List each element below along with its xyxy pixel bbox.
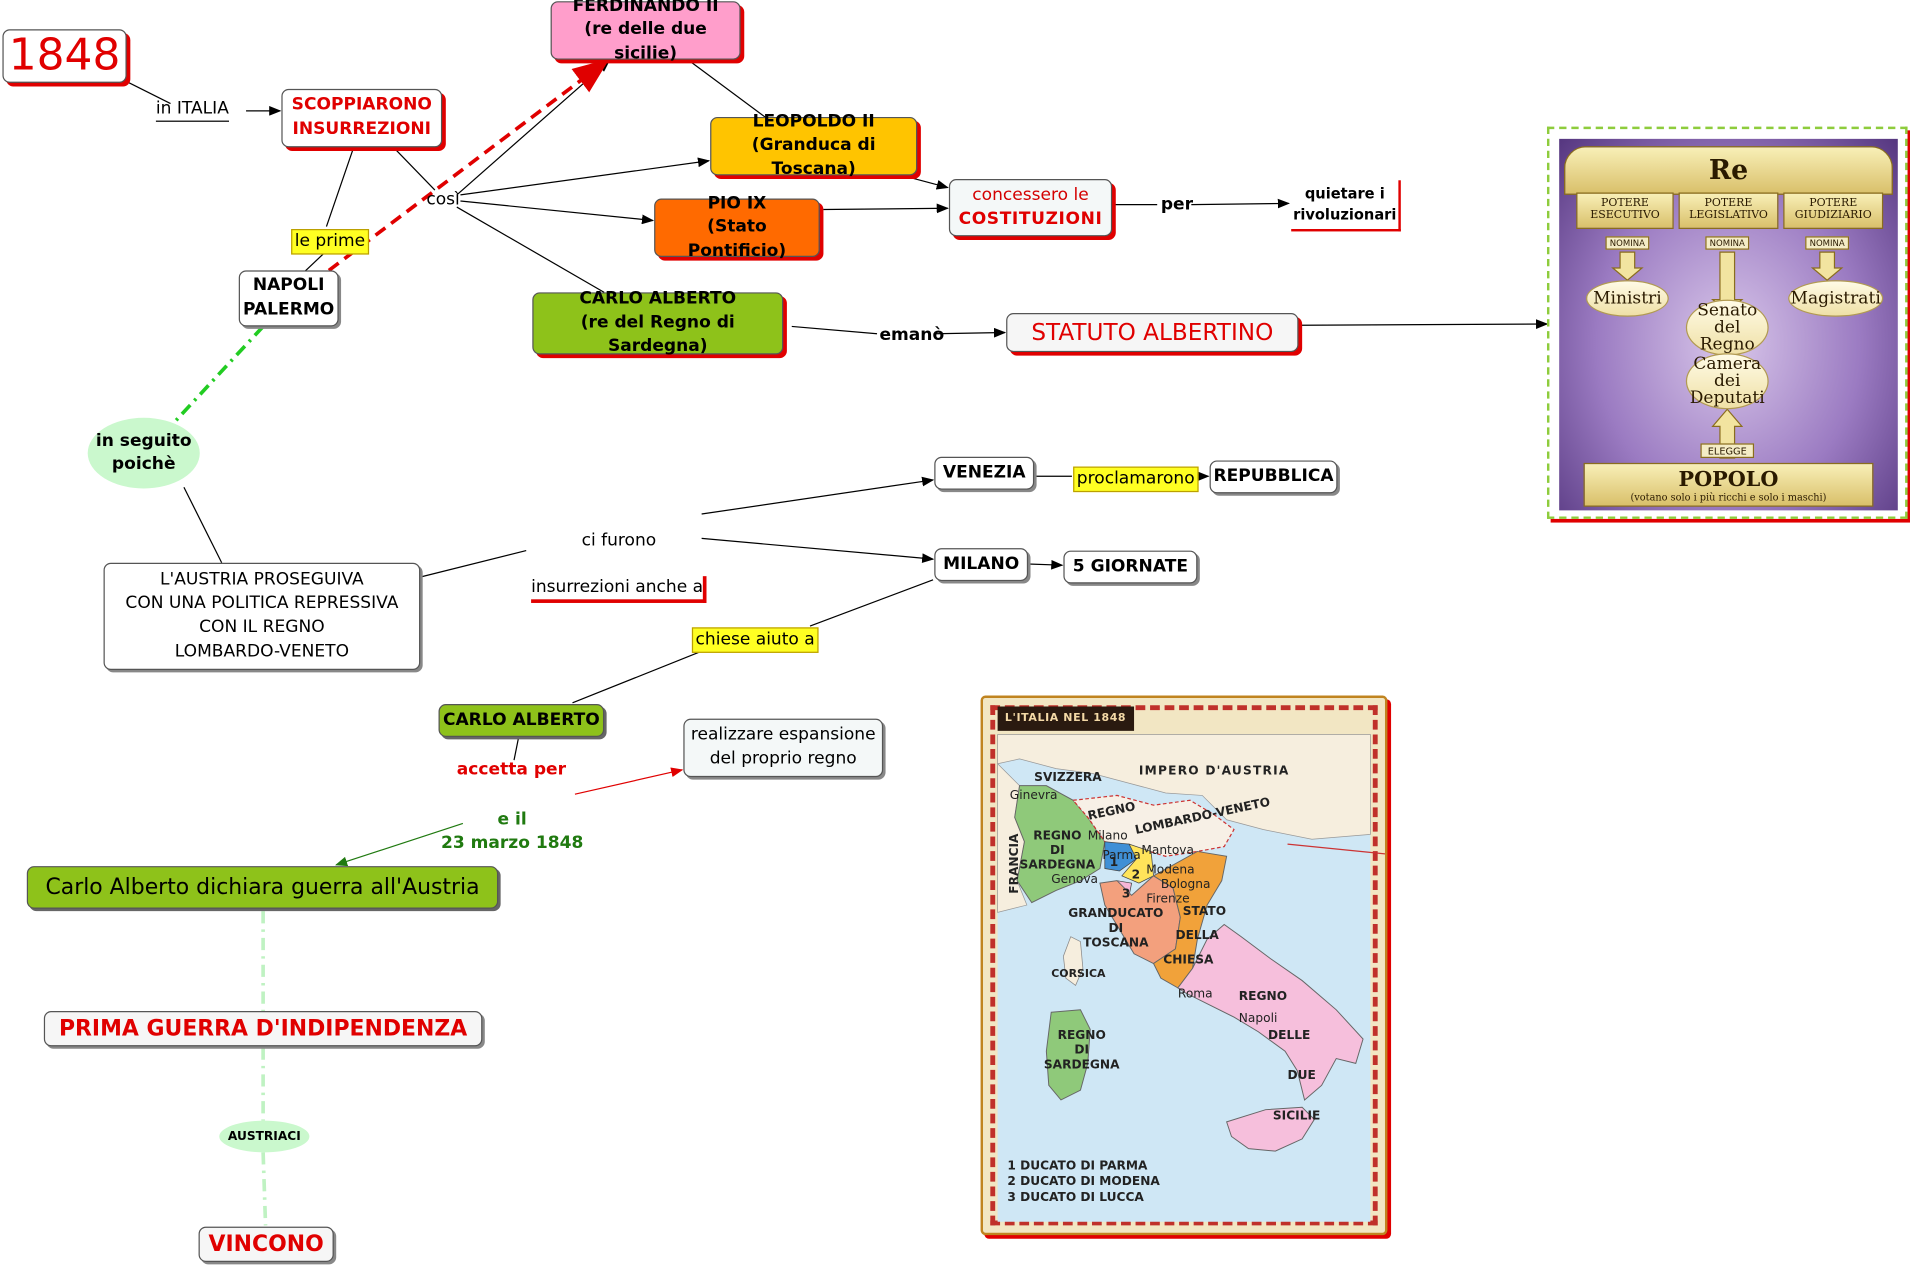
italia-1848-map: L'ITALIA NEL 1848 [980, 695, 1388, 1236]
costituzioni-text: COSTITUZIONI [958, 208, 1103, 229]
scheme-potere-esecutivo: POTERE ESECUTIVO [1576, 192, 1674, 230]
scheme-potere-legislativo: POTERE LEGISLATIVO [1678, 192, 1779, 230]
map-number-1: 1 [1109, 856, 1119, 870]
node-pio-ix[interactable]: PIO IX (Stato Pontificio) [654, 193, 820, 260]
map-label-impero: IMPERO D'AUSTRIA [1138, 764, 1290, 779]
node-napoli-palermo[interactable]: NAPOLI PALERMO [238, 270, 339, 327]
map-city-modena: Modena [1146, 863, 1195, 878]
scheme-camera: Camera dei Deputati [1685, 353, 1769, 410]
label-per: per [1160, 194, 1194, 215]
map-label-chiesa: CHIESA [1163, 953, 1214, 968]
label-chiese-aiuto: chiese aiuto a [691, 627, 819, 653]
map-label-stato: STATO [1182, 905, 1227, 919]
label-in-italia: in ITALIA [155, 97, 229, 122]
node-carlo-alberto-re[interactable]: CARLO ALBERTO (re del Regno di Sardegna) [532, 289, 784, 356]
scheme-re-banner: Re [1564, 146, 1893, 195]
node-statuto-albertino[interactable]: STATUTO ALBERTINO [1006, 313, 1299, 353]
scheme-senato: Senato del Regno [1685, 299, 1769, 356]
label-le-prime: le prime [291, 229, 369, 255]
map-city-mantova: Mantova [1141, 844, 1194, 858]
map-city-napoli: Napoli [1238, 1012, 1278, 1026]
node-venezia[interactable]: VENEZIA [934, 456, 1035, 490]
map-city-milano: Milano [1087, 829, 1128, 843]
scheme-ministri: Ministri [1585, 280, 1669, 317]
map-label-granducato: GRANDUCATO DI TOSCANA [1068, 907, 1164, 951]
scheme-popolo-title: POPOLO [1678, 467, 1779, 492]
map-regions [997, 734, 1385, 1152]
scheme-magistrati: Magistrati [1788, 280, 1884, 317]
label-accetta-per: accetta per [456, 760, 567, 780]
scheme-popolo-note: (votano solo i più ricchi e solo i masch… [1630, 491, 1827, 503]
ellipse-in-seguito-poiche[interactable]: in seguito poichè [87, 417, 200, 489]
map-number-2: 2 [1131, 868, 1141, 882]
map-label-delle: DELLE [1268, 1029, 1311, 1043]
map-label-regno-sardegna-nord: REGNO DI SARDEGNA [1019, 829, 1096, 873]
node-austria-repressiva[interactable]: L'AUSTRIA PROSEGUIVA CON UNA POLITICA RE… [103, 562, 421, 670]
map-label-della: DELLA [1175, 929, 1219, 943]
scheme-potere-giudiziario: POTERE GIUDIZIARIO [1783, 192, 1884, 230]
ellipse-austriaci[interactable]: AUSTRIACI [219, 1120, 310, 1153]
scheme-nomina-1: NOMINA [1605, 236, 1650, 250]
ci-furono-line2: insurrezioni anche a [531, 575, 707, 603]
scheme-nomina-2: NOMINA [1705, 236, 1750, 250]
node-milano[interactable]: MILANO [934, 548, 1029, 582]
map-city-parma: Parma [1102, 849, 1141, 863]
node-ferdinando-ii[interactable]: FERDINANDO II (re delle due sicilie) [550, 0, 741, 63]
statuto-scheme-image: Re POTERE ESECUTIVO POTERE LEGISLATIVO P… [1546, 126, 1908, 519]
scheme-popolo: POPOLO (votano solo i più ricchi e solo … [1583, 462, 1874, 507]
map-label-sicilie: SICILIE [1272, 1109, 1321, 1124]
map-city-bologna: Bologna [1160, 878, 1211, 892]
map-label-regno-sud: REGNO [1238, 990, 1288, 1004]
node-realizzare-espansione[interactable]: realizzare espansione del proprio regno [683, 718, 884, 778]
map-label-regno-sardegna-isola: REGNO DI SARDEGNA [1043, 1029, 1120, 1072]
node-1848[interactable]: 1848 [2, 29, 127, 83]
node-concessero-costituzioni[interactable]: concessero le COSTITUZIONI [948, 179, 1113, 237]
map-city-genova: Genova [1051, 873, 1099, 887]
map-label-svizzera: SVIZZERA [1034, 771, 1102, 785]
node-5-giornate[interactable]: 5 GIORNATE [1063, 550, 1198, 584]
map-title: L'ITALIA NEL 1848 [997, 706, 1134, 731]
ci-furono-line1: ci furono [581, 530, 657, 551]
map-number-3: 3 [1121, 887, 1131, 902]
label-23-marzo-1848: e il 23 marzo 1848 [440, 810, 584, 853]
scheme-background: Re POTERE ESECUTIVO POTERE LEGISLATIVO P… [1559, 138, 1898, 511]
node-leopoldo-ii[interactable]: LEOPOLDO II (Granduca di Toscana) [710, 112, 918, 179]
map-city-firenze: Firenze [1146, 892, 1190, 907]
map-label-corsica: CORSICA [1051, 968, 1106, 981]
label-cosi: così [426, 190, 460, 210]
map-legend: 1 DUCATO DI PARMA 2 DUCATO DI MODENA 3 D… [1007, 1159, 1160, 1205]
node-quietare-rivoluzionari[interactable]: quietare i rivoluzionari [1291, 180, 1401, 232]
map-city-ginevra: Ginevra [1009, 789, 1058, 803]
node-carlo-alberto[interactable]: CARLO ALBERTO [438, 704, 605, 737]
map-city-roma: Roma [1177, 987, 1213, 1002]
node-dichiara-guerra[interactable]: Carlo Alberto dichiara guerra all'Austri… [26, 866, 499, 909]
node-prima-guerra-indipendenza[interactable]: PRIMA GUERRA D'INDIPENDENZA [43, 1011, 483, 1047]
node-scoppiarono-insurrezioni[interactable]: SCOPPIARONO INSURREZIONI [281, 88, 443, 148]
concessero-le-text: concessero le [972, 185, 1089, 205]
node-vincono[interactable]: VINCONO [198, 1226, 334, 1262]
label-ci-furono: ci furono insurrezioni anche a [531, 507, 707, 626]
scheme-elegge: ELEGGE [1700, 443, 1755, 459]
label-proclamarono: proclamarono [1073, 466, 1199, 492]
map-label-due: DUE [1287, 1069, 1316, 1083]
map-frame [990, 705, 1378, 1226]
scheme-nomina-3: NOMINA [1805, 236, 1850, 250]
node-repubblica[interactable]: REPUBBLICA [1209, 460, 1338, 494]
label-emano: emanò [879, 325, 945, 345]
